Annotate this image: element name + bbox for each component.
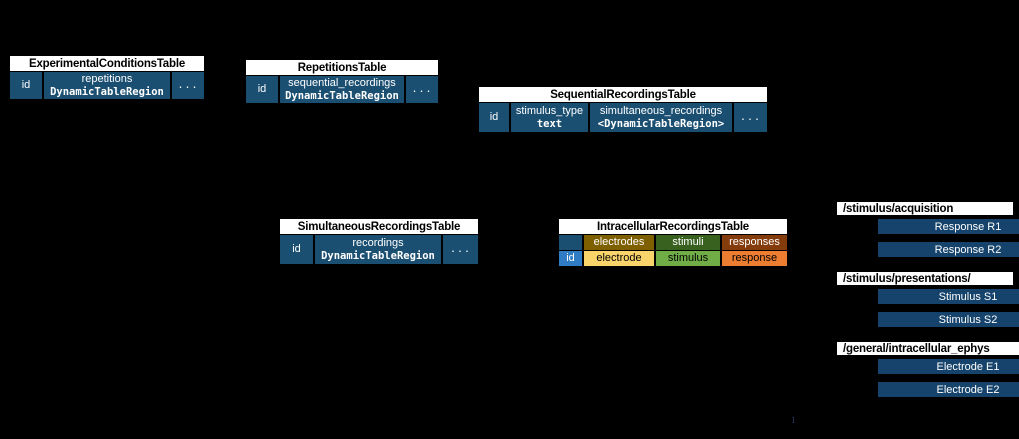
column-band-row: id electrode stimulus response [558, 251, 788, 267]
group-items: Stimulus S1 Stimulus S2 [836, 286, 1019, 330]
column-repetitions[interactable]: repetitions DynamicTableRegion [43, 72, 171, 100]
column-sequential-recordings[interactable]: sequential_recordings DynamicTableRegion [279, 76, 405, 104]
repetitions-table[interactable]: RepetitionsTable id sequential_recording… [245, 59, 439, 104]
table-title: SimultaneousRecordingsTable [279, 218, 479, 235]
table-title: SequentialRecordingsTable [478, 86, 768, 103]
table-columns-row: id recordings DynamicTableRegion ... [279, 235, 479, 265]
column-recordings[interactable]: recordings DynamicTableRegion [314, 235, 442, 265]
category-blank [558, 235, 583, 251]
category-stimuli[interactable]: stimuli [655, 235, 721, 251]
column-more[interactable]: ... [405, 76, 439, 104]
column-simultaneous-recordings[interactable]: simultaneous_recordings <DynamicTableReg… [589, 103, 733, 133]
intracellular-recordings-table[interactable]: IntracellularRecordingsTable electrodes … [558, 218, 788, 267]
group-item-stimulus-s1[interactable]: Stimulus S1 [877, 288, 1019, 305]
simultaneous-recordings-table[interactable]: SimultaneousRecordingsTable id recording… [279, 218, 479, 265]
column-stimulus[interactable]: stimulus [655, 251, 721, 267]
column-electrode[interactable]: electrode [583, 251, 655, 267]
group-item-response-r1[interactable]: Response R1 [877, 218, 1019, 235]
group-path-label: /stimulus/presentations/ [836, 271, 1014, 286]
column-id[interactable]: id [9, 72, 43, 100]
table-title: RepetitionsTable [245, 59, 439, 76]
column-id[interactable]: id [279, 235, 314, 265]
table-title: IntracellularRecordingsTable [558, 218, 788, 235]
sequential-recordings-table[interactable]: SequentialRecordingsTable id stimulus_ty… [478, 86, 768, 133]
category-responses[interactable]: responses [721, 235, 788, 251]
general-intracellular-ephys-group: /general/intracellular_ephys Electrode E… [836, 341, 1019, 400]
stimulus-presentations-group: /stimulus/presentations/ Stimulus S1 Sti… [836, 271, 1019, 330]
column-id[interactable]: id [478, 103, 510, 133]
column-more[interactable]: ... [171, 72, 205, 100]
table-title: ExperimentalConditionsTable [9, 55, 205, 72]
category-electrodes[interactable]: electrodes [583, 235, 655, 251]
group-item-electrode-e1[interactable]: Electrode E1 [877, 358, 1019, 375]
table-columns-row: id stimulus_type text simultaneous_recor… [478, 103, 768, 133]
experimental-conditions-table[interactable]: ExperimentalConditionsTable id repetitio… [9, 55, 205, 100]
column-more[interactable]: ... [442, 235, 479, 265]
table-columns-row: id repetitions DynamicTableRegion ... [9, 72, 205, 100]
group-path-label: /stimulus/acquisition [836, 201, 1014, 216]
group-item-stimulus-s2[interactable]: Stimulus S2 [877, 311, 1019, 328]
column-stimulus-type[interactable]: stimulus_type text [510, 103, 589, 133]
table-columns-row: id sequential_recordings DynamicTableReg… [245, 76, 439, 104]
group-item-electrode-e2[interactable]: Electrode E2 [877, 381, 1019, 398]
stimulus-acquisition-group: /stimulus/acquisition Response R1 Respon… [836, 201, 1019, 260]
group-path-label: /general/intracellular_ephys [836, 341, 1019, 356]
column-more[interactable]: ... [733, 103, 768, 133]
page-number: 1 [791, 415, 796, 425]
group-items: Response R1 Response R2 [836, 216, 1019, 260]
group-items: Electrode E1 Electrode E2 [836, 356, 1019, 400]
column-id[interactable]: id [245, 76, 279, 104]
column-id[interactable]: id [558, 251, 583, 267]
column-response[interactable]: response [721, 251, 788, 267]
group-item-response-r2[interactable]: Response R2 [877, 241, 1019, 258]
category-band-row: electrodes stimuli responses [558, 235, 788, 251]
